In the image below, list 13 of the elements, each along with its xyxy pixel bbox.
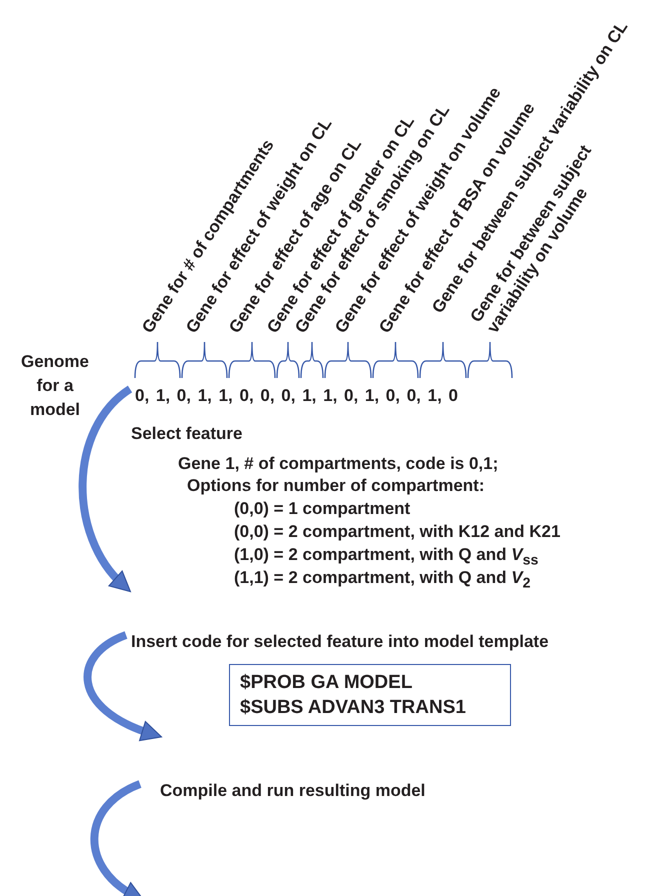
curved-arrow bbox=[84, 631, 162, 740]
step-text: Insert code for selected feature into model template bbox=[131, 631, 549, 652]
curved-arrow bbox=[90, 780, 144, 896]
genome-label: Genome for a model bbox=[20, 351, 90, 421]
step-text: Compile and run resulting model bbox=[160, 780, 426, 801]
gene-description: Gene 1, # of compartments, code is 0,1; bbox=[178, 453, 498, 474]
genome-code-string: 0, 1, 0, 1, 1, 0, 0, 0, 1, 1, 0, 1, 0, 0, 1, 0 bbox=[135, 385, 458, 406]
option-text: (0,0) = 1 compartment bbox=[234, 498, 410, 519]
curved-arrow bbox=[78, 386, 132, 593]
step-text: Select feature bbox=[131, 423, 242, 444]
code-box: $PROB GA MODEL $SUBS ADVAN3 TRANS1 bbox=[229, 664, 511, 726]
options-heading: Options for number of compartment: bbox=[187, 475, 484, 496]
option-text: (0,0) = 2 compartment, with K12 and K21 bbox=[234, 521, 560, 542]
